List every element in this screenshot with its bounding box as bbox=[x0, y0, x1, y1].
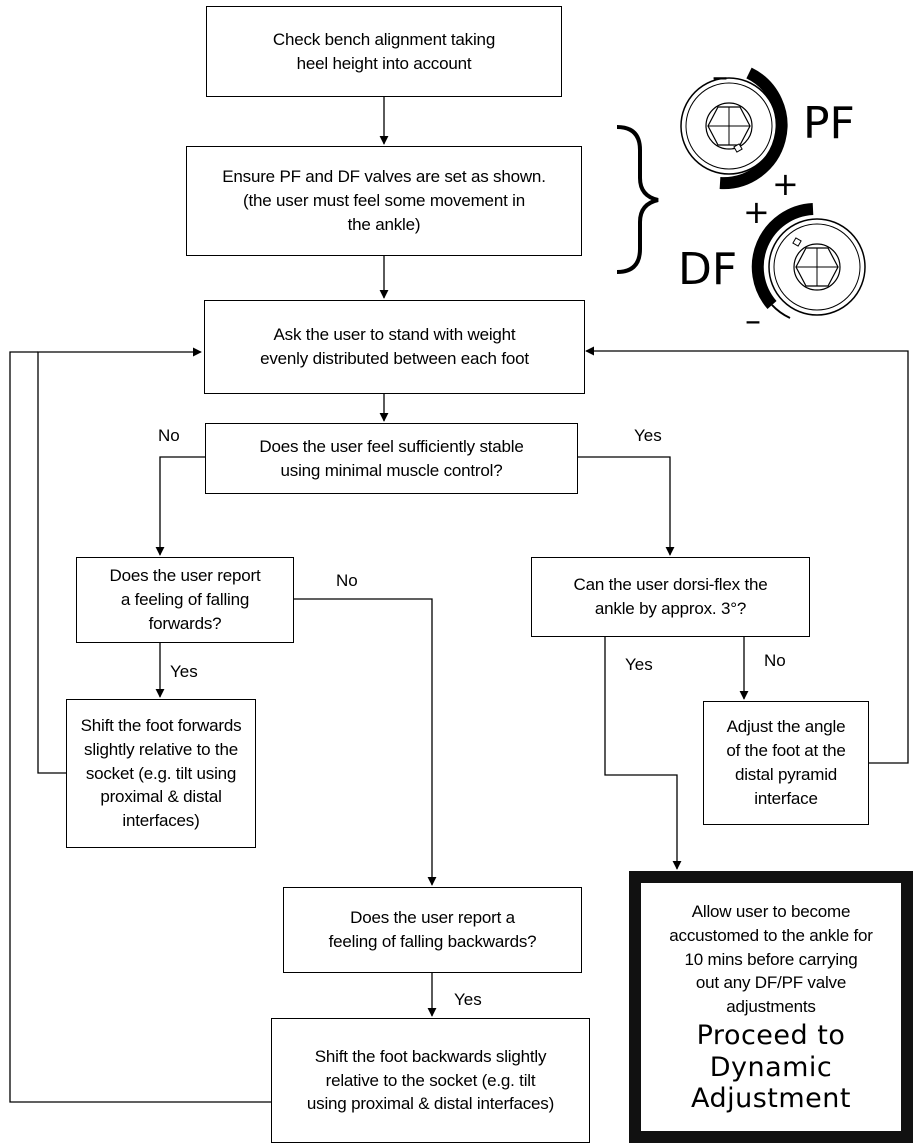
box-line: Adjust the angle bbox=[726, 717, 846, 737]
box-line: relative to the socket (e.g. tilt bbox=[325, 1070, 536, 1090]
box-line: (the user must feel some movement in bbox=[243, 191, 525, 211]
box-line: forwards? bbox=[148, 613, 222, 633]
box-line: socket (e.g. tilt using bbox=[85, 763, 237, 783]
box-line: Does the user report bbox=[109, 566, 261, 586]
arrow-dorsi-yes bbox=[604, 637, 682, 870]
box-allow-accustomed-final: Allow user to become accustomed to the a… bbox=[629, 871, 913, 1143]
box-line: Ensure PF and DF valves are set as shown… bbox=[222, 167, 546, 187]
pf-minus-sign: – bbox=[712, 57, 728, 95]
box-adjust-foot-angle: Adjust the angle of the foot at the dist… bbox=[703, 701, 869, 825]
box-line: distal pyramid bbox=[734, 765, 838, 784]
label-forwards-yes: Yes bbox=[170, 662, 198, 681]
box-line: evenly distributed between each foot bbox=[260, 349, 529, 368]
loop-adjust-angle bbox=[585, 346, 909, 764]
box-line: accustomed to the ankle for bbox=[669, 925, 873, 945]
box-line: interfaces) bbox=[122, 811, 200, 831]
box-line: Shift the foot backwards slightly bbox=[314, 1046, 547, 1066]
box-line: Allow user to become bbox=[691, 901, 851, 921]
df-minus-sign: – bbox=[745, 301, 761, 339]
box-line: feeling of falling backwards? bbox=[328, 932, 537, 951]
box-line: heel height into account bbox=[296, 53, 472, 73]
df-valve-label: DF bbox=[678, 244, 738, 295]
proceed-line: Adjustment bbox=[690, 1083, 851, 1115]
box-line: slightly relative to the bbox=[84, 739, 238, 759]
box-line: Check bench alignment taking bbox=[272, 29, 496, 49]
box-line: 10 mins before carrying bbox=[684, 949, 858, 969]
proceed-line: Dynamic bbox=[709, 1051, 833, 1083]
box-line: Does the user report a bbox=[350, 908, 515, 928]
box-line: ankle by approx. 3°? bbox=[594, 599, 747, 618]
box-shift-foot-forwards: Shift the foot forwards slightly relativ… bbox=[66, 699, 256, 848]
box-falling-forwards-question: Does the user report a feeling of fallin… bbox=[76, 557, 294, 643]
box-shift-foot-backwards: Shift the foot backwards slightly relati… bbox=[271, 1018, 590, 1143]
box-line: of the foot at the bbox=[726, 741, 846, 761]
box-stand-evenly: Ask the user to stand with weight evenly… bbox=[204, 300, 585, 394]
box-falling-backwards-question: Does the user report a feeling of fallin… bbox=[283, 887, 582, 973]
pf-valve-label: PF bbox=[803, 98, 855, 149]
box-line: the ankle) bbox=[347, 214, 421, 234]
box-line: using proximal & distal interfaces) bbox=[306, 1094, 555, 1114]
curly-brace bbox=[616, 125, 659, 274]
pf-valve-icon bbox=[680, 67, 788, 190]
box-line: Does the user feel sufficiently stable bbox=[259, 436, 524, 456]
box-line: a feeling of falling bbox=[120, 590, 250, 610]
arrow-stable-yes bbox=[578, 456, 675, 556]
arrow-stable-no bbox=[155, 456, 205, 556]
proceed-line: Proceed to bbox=[696, 1019, 846, 1051]
box-line: using minimal muscle control? bbox=[280, 460, 503, 480]
label-dorsi-no: No bbox=[764, 651, 786, 670]
df-plus-sign: + bbox=[743, 193, 770, 231]
loop-shift-backwards bbox=[9, 351, 271, 1103]
label-stable-yes: Yes bbox=[634, 426, 662, 445]
pf-plus-sign: + bbox=[772, 165, 799, 203]
df-valve-icon bbox=[751, 203, 866, 319]
label-backwards-yes: Yes bbox=[454, 990, 482, 1009]
box-dorsi-flex-question: Can the user dorsi-flex the ankle by app… bbox=[531, 557, 810, 637]
box-check-bench-alignment: Check bench alignment taking heel height… bbox=[206, 6, 562, 97]
label-forwards-no: No bbox=[336, 571, 358, 590]
box-line: Ask the user to stand with weight bbox=[273, 325, 516, 345]
arrow-forwards-no bbox=[294, 598, 437, 886]
box-line: Shift the foot forwards bbox=[80, 716, 242, 735]
box-line: out any DF/PF valve bbox=[695, 973, 847, 993]
box-line: proximal & distal bbox=[100, 787, 222, 807]
label-dorsi-yes: Yes bbox=[625, 655, 653, 674]
box-line: Can the user dorsi-flex the bbox=[573, 575, 768, 595]
box-set-valves: Ensure PF and DF valves are set as shown… bbox=[186, 146, 582, 256]
box-sufficiently-stable-question: Does the user feel sufficiently stable u… bbox=[205, 423, 578, 494]
label-stable-no: No bbox=[158, 426, 180, 445]
box-line: interface bbox=[754, 788, 818, 808]
box-line: adjustments bbox=[726, 997, 816, 1017]
valve-diagram bbox=[616, 67, 866, 319]
loop-shift-forwards bbox=[37, 347, 202, 774]
